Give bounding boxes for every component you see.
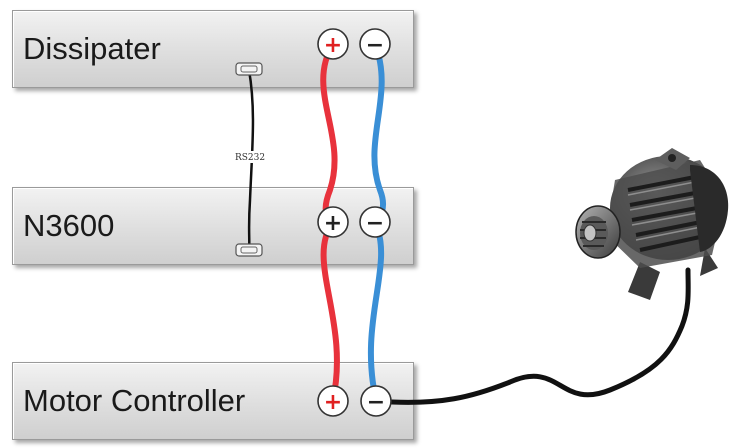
motor-controller-positive-terminal: + bbox=[317, 385, 349, 417]
n3600-positive-terminal: + bbox=[317, 206, 349, 238]
dissipater-positive-terminal: + bbox=[317, 28, 349, 60]
rs232-cable bbox=[247, 69, 255, 251]
svg-text:+: + bbox=[324, 33, 342, 58]
n3600-negative-terminal: − bbox=[359, 206, 391, 238]
svg-text:+: + bbox=[324, 211, 342, 236]
dissipater-negative-terminal: − bbox=[359, 28, 391, 60]
svg-text:+: + bbox=[324, 390, 342, 415]
db9-connector-icon bbox=[235, 243, 263, 257]
svg-text:−: − bbox=[366, 33, 384, 58]
rs232-label: RS232 bbox=[235, 153, 265, 163]
motor-cable bbox=[389, 267, 691, 405]
dissipater-label: Dissipater bbox=[23, 31, 161, 66]
n3600-label: N3600 bbox=[23, 208, 115, 243]
motor-controller-panel: Motor Controller bbox=[12, 362, 414, 440]
db9-connector-icon bbox=[235, 62, 263, 76]
motor-controller-label: Motor Controller bbox=[23, 383, 246, 418]
svg-text:−: − bbox=[366, 211, 384, 236]
alternator-motor-icon bbox=[575, 148, 729, 300]
svg-text:−: − bbox=[367, 390, 385, 415]
motor-controller-negative-terminal: − bbox=[360, 385, 392, 417]
